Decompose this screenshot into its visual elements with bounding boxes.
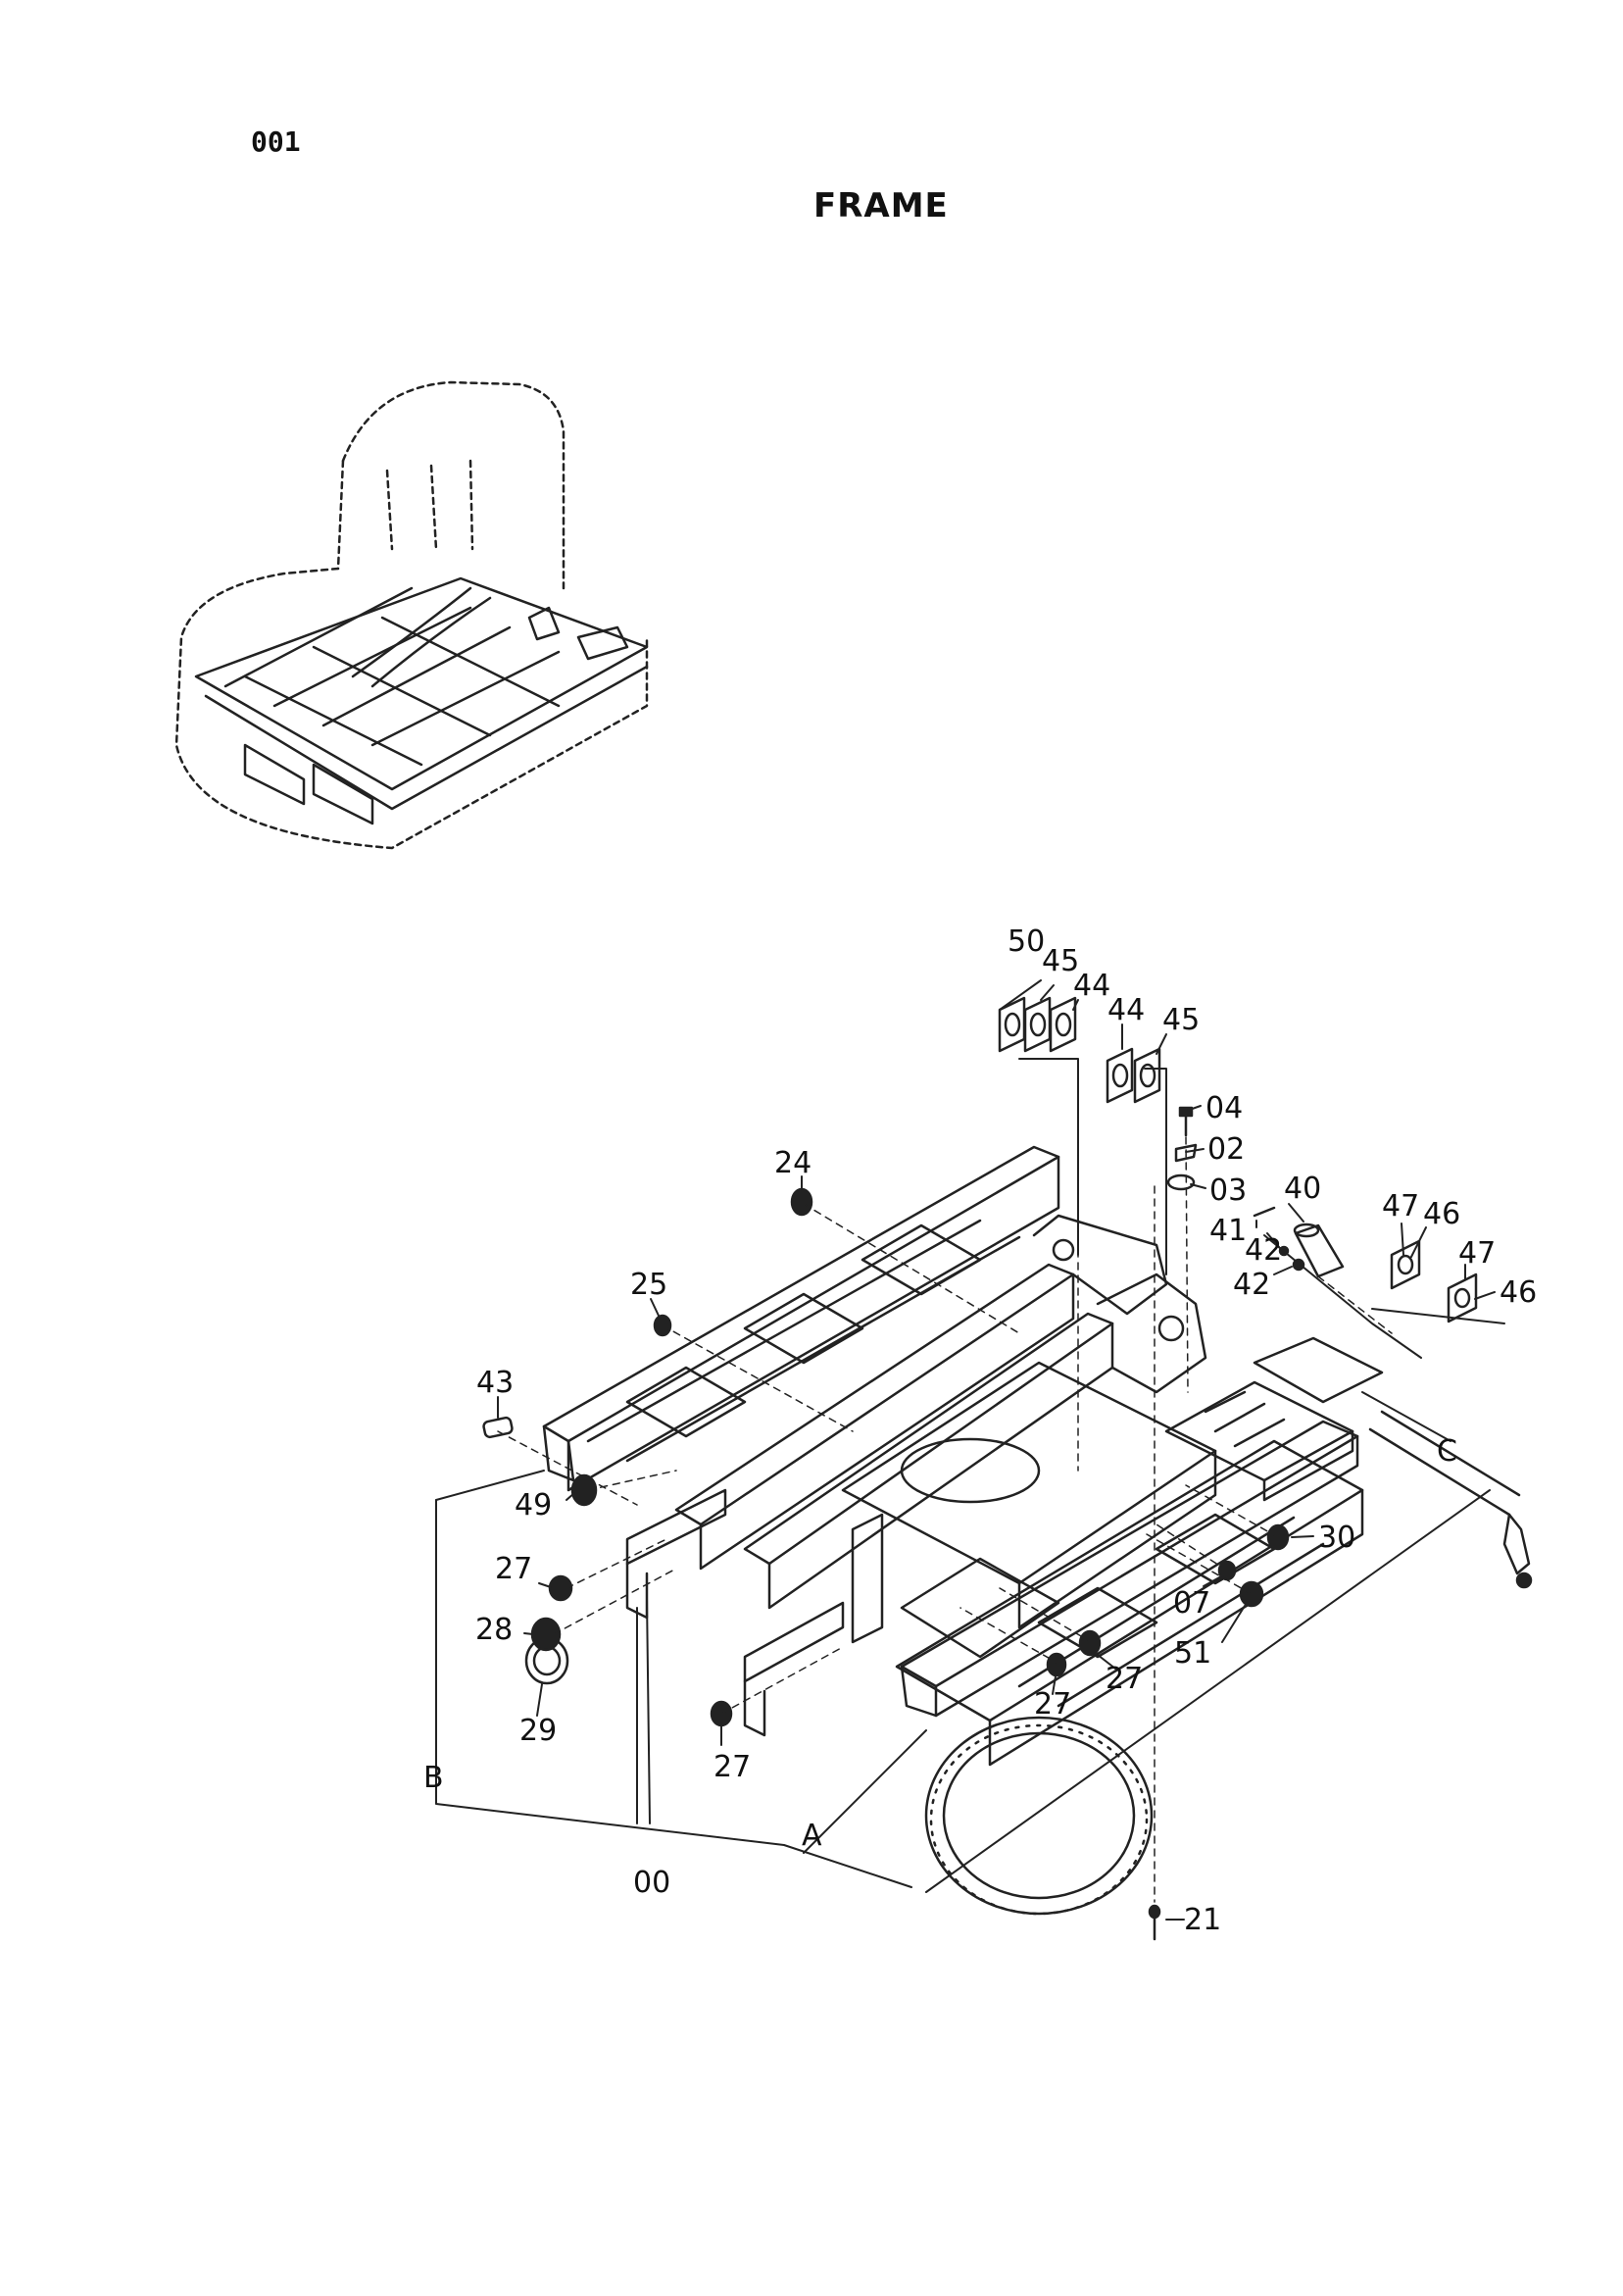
callout-46b: 46	[1500, 1275, 1537, 1310]
frame-outriggers	[625, 1488, 884, 1737]
frame-center-plate	[841, 1361, 1217, 1659]
callout-21: 21	[1184, 1903, 1221, 1937]
callout-27: 27	[495, 1552, 532, 1586]
callout-41: 41	[1209, 1214, 1247, 1248]
callout-44: 44	[1073, 969, 1110, 1003]
callout-45: 45	[1042, 944, 1079, 978]
callout-labels: 50 45 44 44 45 04 02 40 03 41 42 42 47 4…	[423, 924, 1537, 1937]
callout-47: 47	[1382, 1189, 1419, 1223]
callout-47b: 47	[1458, 1236, 1496, 1271]
callout-24: 24	[774, 1146, 812, 1180]
callout-40: 40	[1284, 1172, 1321, 1206]
swing-bearing-ring	[924, 1716, 1154, 1916]
callout-03: 03	[1209, 1173, 1247, 1208]
callout-50: 50	[1008, 924, 1045, 959]
page-title: FRAME	[813, 186, 949, 225]
callout-28: 28	[475, 1613, 513, 1647]
leader-lines	[435, 979, 1505, 1921]
frame-right-deck	[895, 1439, 1364, 1767]
callout-49: 49	[515, 1488, 552, 1522]
callout-44b: 44	[1107, 993, 1145, 1027]
callout-C: C	[1437, 1434, 1457, 1469]
callout-42: 42	[1245, 1233, 1282, 1268]
callout-27c: 27	[1034, 1687, 1071, 1722]
callout-45b: 45	[1162, 1003, 1200, 1037]
callout-00: 00	[633, 1866, 670, 1900]
callout-25: 25	[630, 1268, 667, 1302]
frame-center-beams	[674, 1214, 1207, 1610]
callout-27b: 27	[1106, 1662, 1143, 1696]
callout-A: A	[802, 1819, 822, 1853]
callout-04: 04	[1205, 1091, 1243, 1125]
assembly-dash-lines	[497, 1058, 1393, 1903]
callout-27d: 27	[713, 1750, 751, 1784]
callout-B: B	[423, 1761, 444, 1795]
callout-07: 07	[1173, 1586, 1210, 1621]
callout-43: 43	[476, 1366, 514, 1400]
frame-front-beam	[900, 1420, 1359, 1718]
callout-29: 29	[519, 1714, 557, 1748]
callout-42b: 42	[1233, 1268, 1270, 1302]
page-number: 001	[251, 125, 301, 158]
callout-02: 02	[1207, 1132, 1245, 1167]
frame-left-deck	[542, 1145, 1060, 1492]
frame-counterweight-step	[1164, 1336, 1384, 1502]
callout-46: 46	[1423, 1197, 1460, 1231]
overview-excavator-sketch	[174, 380, 649, 850]
callout-51: 51	[1174, 1636, 1211, 1671]
callout-30: 30	[1318, 1521, 1355, 1555]
loose-parts	[482, 996, 1533, 1941]
